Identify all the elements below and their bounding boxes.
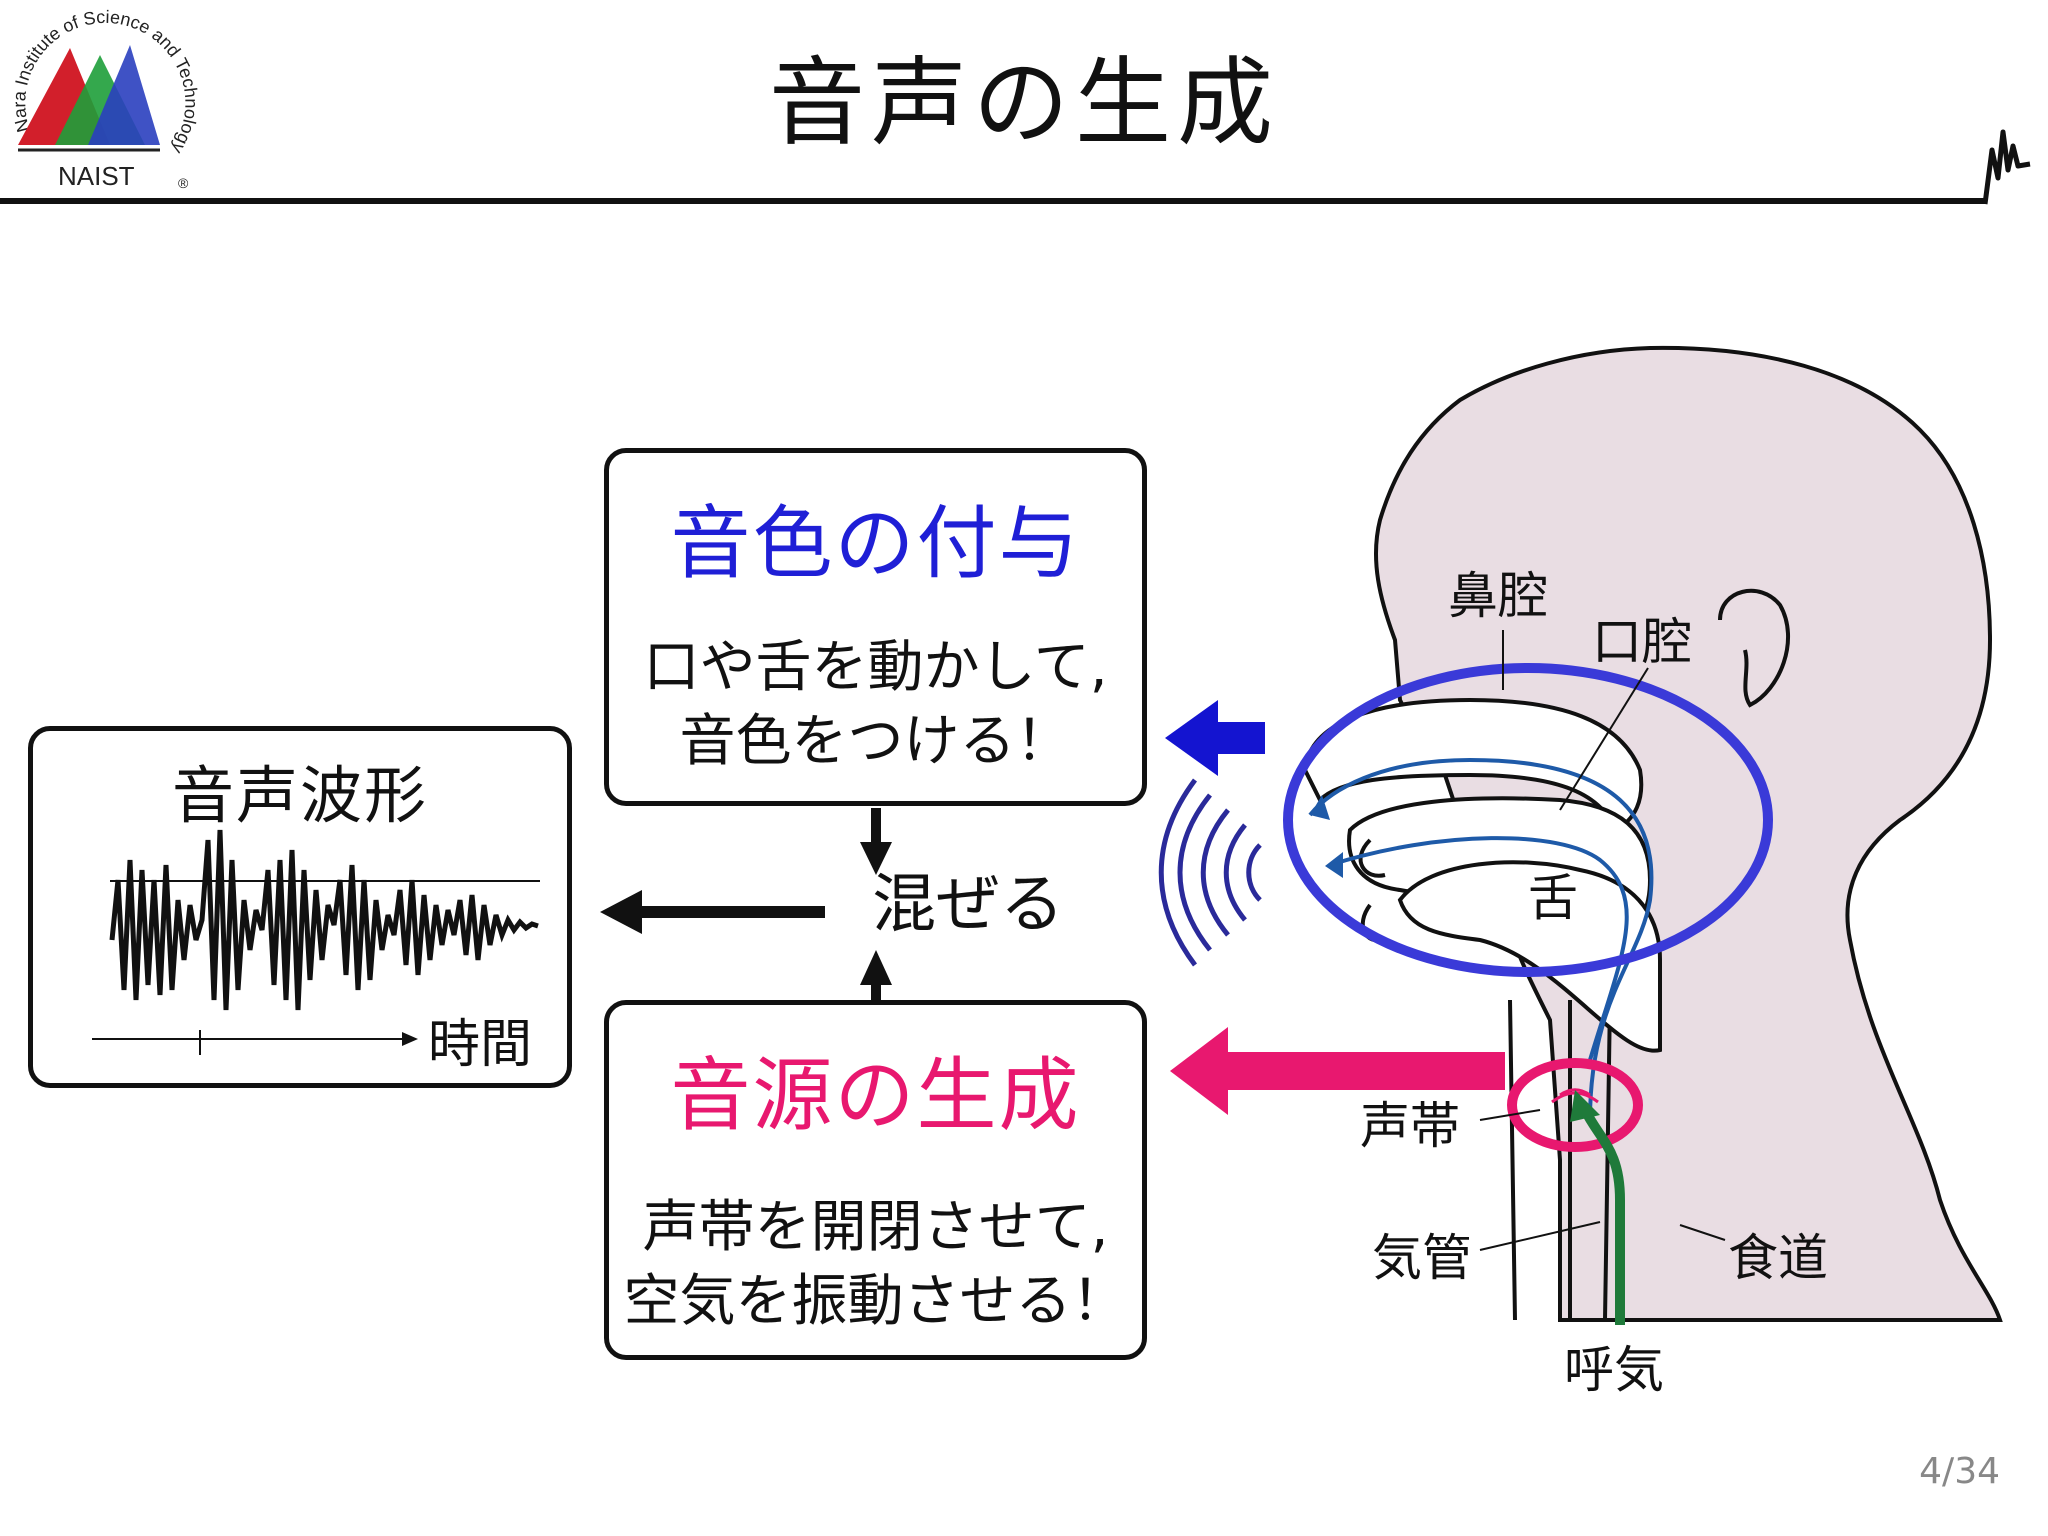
waveform-box: 音声波形 時間 (28, 726, 572, 1088)
source-description-line1: 声帯を開閉させて, (642, 1195, 1109, 1260)
breath-arrow (1580, 1107, 1625, 1325)
label-tongue: 舌 (1528, 869, 1578, 927)
down-arrow-icon (860, 808, 892, 875)
label-exhalation: 呼気 (1564, 1341, 1664, 1399)
label-vocal-cords: 声帯 (1360, 1097, 1460, 1155)
pink-arrow-icon (1170, 1027, 1505, 1115)
cavity-ring (1283, 663, 1773, 977)
label-trachea: 気管 (1372, 1229, 1472, 1287)
source-description-line2: 空気を振動させる！ (623, 1269, 1128, 1334)
mix-label: 混ぜる (872, 868, 1064, 942)
sound-waves-icon (1158, 778, 1262, 967)
source-heading: 音源の生成 (670, 1049, 1081, 1142)
naist-logo: Nara Institute of Science and Technology… (0, 0, 210, 200)
speech-waveform (109, 829, 540, 1055)
vocal-cords-ring (1507, 1058, 1643, 1152)
timbre-description-line2: 音色をつける！ (679, 709, 1072, 774)
logo-registered-mark: ® (178, 175, 189, 191)
airflow-line-oral (1329, 836, 1629, 1061)
source-box: 音源の生成 声帯を開閉させて, 空気を振動させる！ (604, 1000, 1147, 1360)
title-rule (0, 198, 1985, 204)
left-arrow-icon (600, 890, 825, 934)
label-esophagus: 食道 (1728, 1229, 1828, 1287)
waveform-heading: 音声波形 (171, 759, 428, 832)
timbre-box: 音色の付与 口や舌を動かして, 音色をつける！ (604, 448, 1147, 806)
waveform-decoration-icon (1982, 129, 2031, 205)
logo-name: NAIST (58, 161, 135, 191)
page-number: 4/34 (1919, 1451, 2000, 1492)
time-axis-arrow (92, 1032, 418, 1046)
timbre-description-line1: 口や舌を動かして, (643, 635, 1108, 700)
ear (1718, 588, 1790, 708)
slide-title: 音声の生成 (769, 47, 1279, 159)
label-nasal-cavity: 鼻腔 (1448, 567, 1548, 625)
airflow-line (1308, 757, 1654, 1121)
timbre-heading: 音色の付与 (670, 497, 1081, 590)
time-axis-label: 時間 (428, 1015, 533, 1075)
label-oral-cavity: 口腔 (1592, 613, 1692, 671)
blue-arrow-icon (1165, 700, 1265, 776)
